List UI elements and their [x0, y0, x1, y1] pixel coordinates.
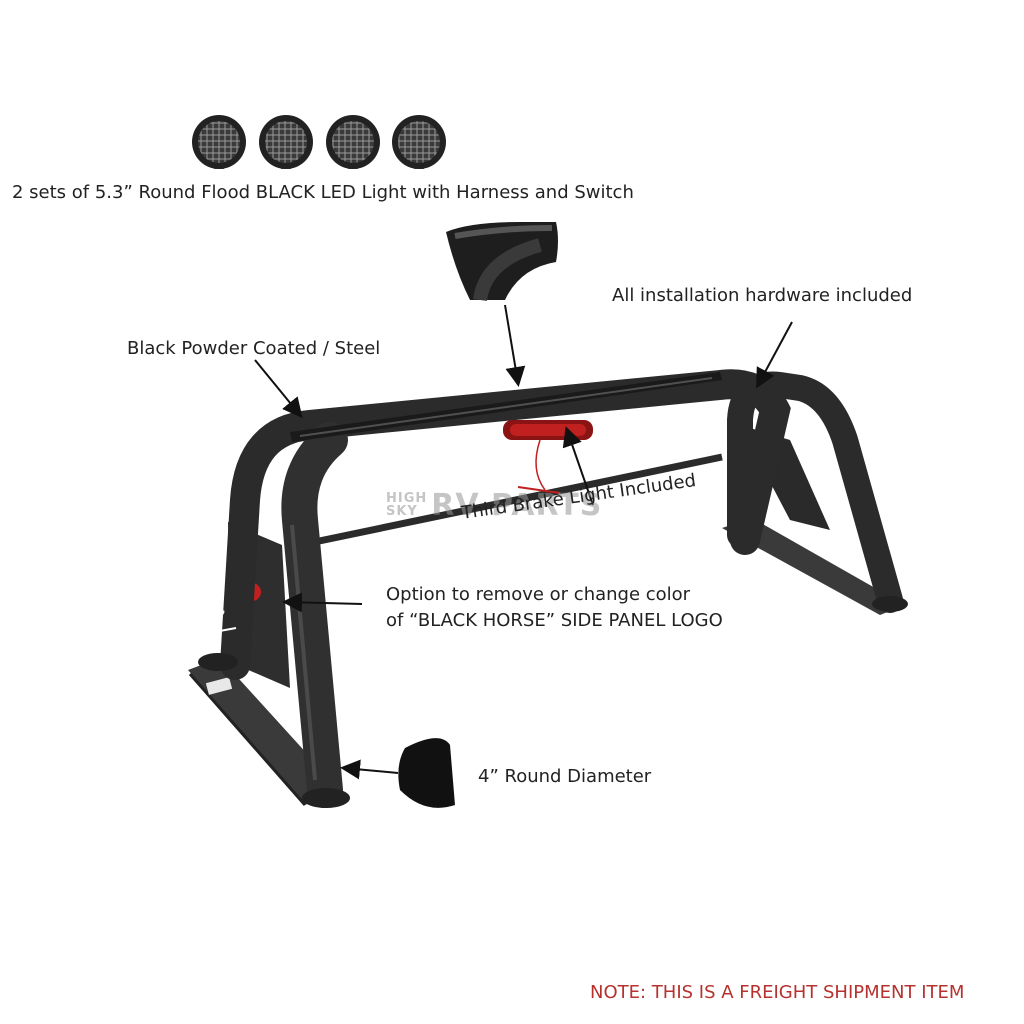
watermark-big: RV PARTS	[431, 488, 603, 523]
front-foot	[302, 788, 350, 808]
tube-detail-inset	[446, 222, 558, 302]
led-light	[192, 115, 246, 169]
diameter-label: 4” Round Diameter	[478, 766, 652, 787]
logo-option-label: Option to remove or change color of “BLA…	[386, 582, 723, 634]
crossbar	[299, 453, 723, 549]
width-dimension-arrow	[197, 627, 237, 636]
led-light	[259, 115, 313, 169]
logo-option-line1: Option to remove or change color	[386, 584, 691, 605]
front-leg	[281, 422, 348, 808]
led-light	[326, 115, 380, 169]
tube-cross-section-icon	[398, 738, 455, 808]
rear-foot	[872, 596, 908, 612]
hardware-label: All installation hardware included	[612, 285, 913, 306]
width-label: 4”	[203, 608, 227, 628]
powder-coat-label: Black Powder Coated / Steel	[127, 338, 381, 359]
logo-option-line2: of “BLACK HORSE” SIDE PANEL LOGO	[386, 610, 723, 631]
base-plates	[188, 518, 905, 806]
watermark-small-top: HIGH	[386, 491, 428, 506]
rear-hoop	[727, 371, 903, 613]
led-light	[392, 115, 446, 169]
front-hoop	[220, 369, 791, 680]
third-brake-light	[503, 420, 593, 494]
watermark-small-bottom: SKY	[386, 504, 418, 519]
led-lights-group	[192, 115, 446, 169]
lights-label: 2 sets of 5.3” Round Flood BLACK LED Lig…	[12, 182, 634, 203]
freight-note: NOTE: THIS IS A FREIGHT SHIPMENT ITEM	[590, 982, 965, 1003]
callout-arrows	[254, 304, 793, 780]
